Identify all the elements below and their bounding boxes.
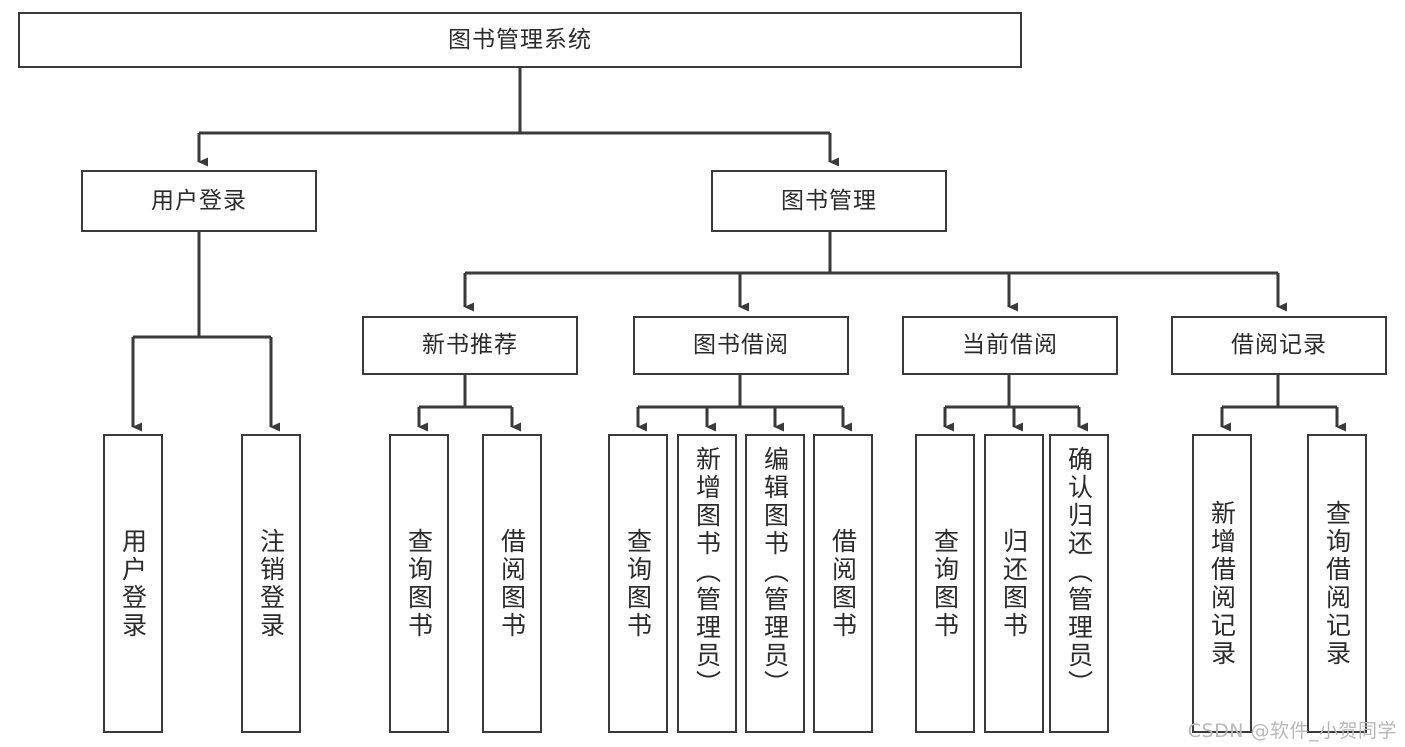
- node-leaf-add-record[interactable]: 新增借阅记录: [1192, 434, 1252, 733]
- node-leaf-query-book-2-label: 查询图书: [623, 527, 653, 640]
- node-leaf-borrow-book-1[interactable]: 借阅图书: [482, 434, 542, 733]
- node-leaf-user-logout[interactable]: 注销登录: [241, 434, 301, 733]
- node-leaf-add-book-label: 新增图书（管理员）: [692, 446, 722, 698]
- node-current-borrow-label: 当前借阅: [962, 332, 1058, 359]
- node-leaf-query-book-1[interactable]: 查询图书: [389, 434, 449, 733]
- node-leaf-edit-book[interactable]: 编辑图书（管理员）: [745, 434, 805, 733]
- node-leaf-borrow-book-2-label: 借阅图书: [828, 527, 858, 640]
- node-leaf-query-record-label: 查询借阅记录: [1322, 499, 1352, 668]
- node-current-borrow[interactable]: 当前借阅: [902, 316, 1118, 375]
- node-user-login[interactable]: 用户登录: [81, 170, 317, 232]
- node-leaf-borrow-book-2[interactable]: 借阅图书: [813, 434, 873, 733]
- node-leaf-user-login-label: 用户登录: [118, 527, 148, 640]
- node-leaf-query-book-3[interactable]: 查询图书: [915, 434, 975, 733]
- node-leaf-confirm-return[interactable]: 确认归还（管理员）: [1049, 434, 1109, 733]
- node-leaf-add-record-label: 新增借阅记录: [1207, 499, 1237, 668]
- node-leaf-add-book[interactable]: 新增图书（管理员）: [677, 434, 737, 733]
- node-book-manage-label: 图书管理: [781, 187, 877, 214]
- node-book-manage[interactable]: 图书管理: [711, 170, 947, 232]
- node-user-login-label: 用户登录: [151, 187, 247, 214]
- node-leaf-edit-book-label: 编辑图书（管理员）: [760, 446, 790, 698]
- node-leaf-query-book-2[interactable]: 查询图书: [608, 434, 668, 733]
- node-leaf-query-book-1-label: 查询图书: [404, 527, 434, 640]
- node-root-label: 图书管理系统: [448, 26, 592, 53]
- node-root[interactable]: 图书管理系统: [18, 12, 1022, 68]
- node-leaf-borrow-book-1-label: 借阅图书: [497, 527, 527, 640]
- node-book-borrow-label: 图书借阅: [693, 332, 789, 359]
- node-borrow-record[interactable]: 借阅记录: [1171, 316, 1387, 375]
- watermark-text: CSDN @软件_小贺同学: [1187, 720, 1397, 742]
- node-leaf-return-book-label: 归还图书: [999, 527, 1029, 640]
- node-leaf-query-record[interactable]: 查询借阅记录: [1307, 434, 1367, 733]
- node-leaf-user-logout-label: 注销登录: [256, 527, 286, 640]
- node-new-book-recommend[interactable]: 新书推荐: [362, 316, 578, 375]
- node-leaf-return-book[interactable]: 归还图书: [984, 434, 1044, 733]
- node-new-book-recommend-label: 新书推荐: [422, 332, 518, 359]
- node-book-borrow[interactable]: 图书借阅: [633, 316, 849, 375]
- node-borrow-record-label: 借阅记录: [1231, 332, 1327, 359]
- node-leaf-confirm-return-label: 确认归还（管理员）: [1064, 446, 1094, 698]
- node-leaf-user-login[interactable]: 用户登录: [103, 434, 163, 733]
- node-leaf-query-book-3-label: 查询图书: [930, 527, 960, 640]
